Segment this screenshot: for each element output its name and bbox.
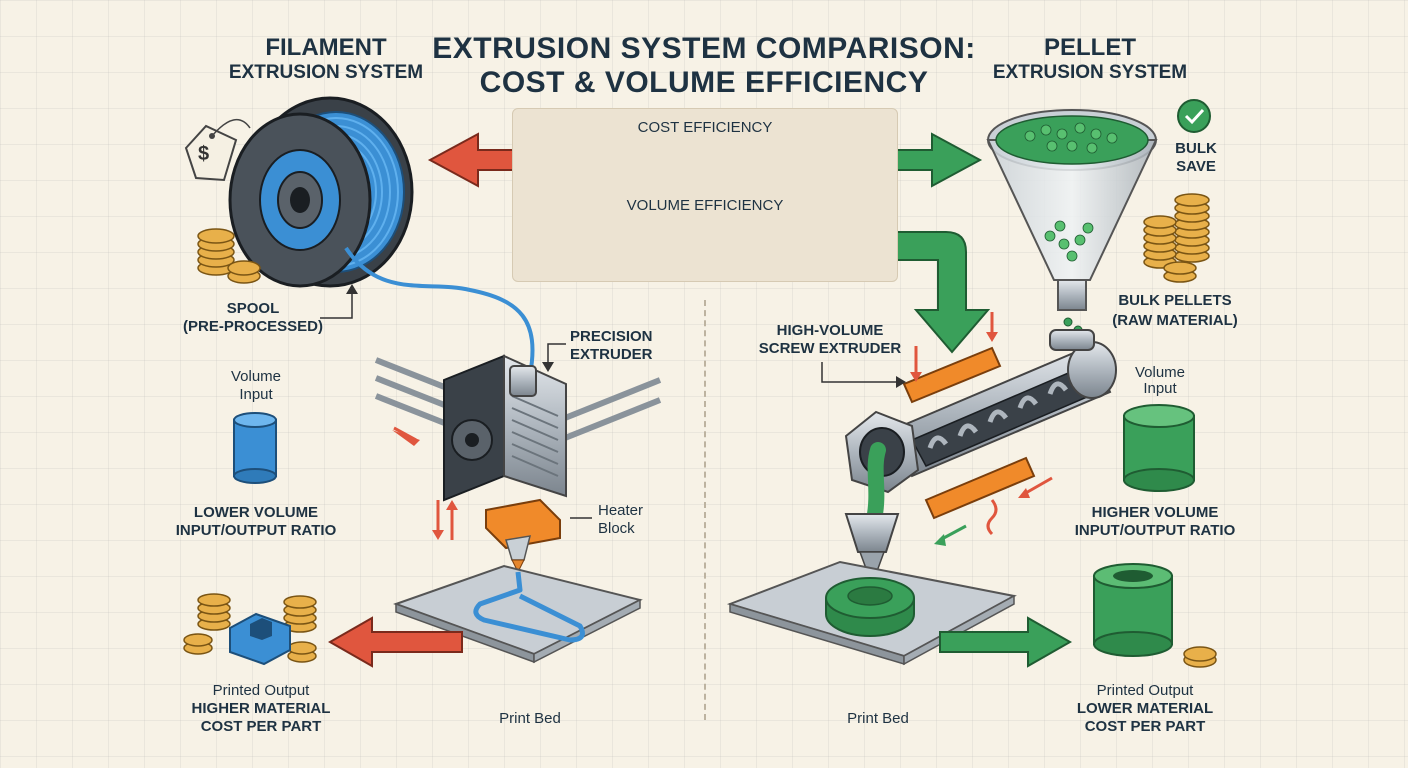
print-bed-filament (393, 564, 643, 664)
pellet-volume-cylinder (1123, 404, 1195, 492)
section-divider (704, 300, 706, 720)
motion-arrows-filament (392, 426, 458, 540)
screw-extruder (844, 329, 1117, 528)
coin-stack-hopper (1143, 193, 1210, 283)
cost-arrow-bottom-right (939, 616, 1073, 668)
volume-efficiency-label: VOLUME EFFICIENCY (626, 197, 784, 214)
heater-label-line2: Block (598, 520, 635, 537)
filament-ratio-line2: INPUT/OUTPUT RATIO (175, 522, 337, 539)
filament-output-line3: COST PER PART (200, 718, 322, 735)
bulk-save-line1: BULK (1175, 140, 1217, 157)
filament-volume-input-line2: Input (239, 386, 273, 403)
gantry-rails (374, 357, 662, 443)
cost-arrow-bottom-left (327, 616, 463, 668)
filament-spool (228, 96, 535, 376)
check-circle-icon (1177, 99, 1211, 133)
spool-label-line2: (PRE-PROCESSED) (182, 318, 324, 335)
pellet-output-line2: LOWER MATERIAL (1076, 700, 1214, 717)
cost-efficiency-label: COST EFFICIENCY (637, 119, 773, 136)
title-line1: EXTRUSION SYSTEM COMPARISON: (432, 32, 976, 65)
heater-label-line1: Heater (598, 502, 644, 519)
title-line2: COST & VOLUME EFFICIENCY (479, 66, 929, 99)
filament-ratio-line1: LOWER VOLUME (193, 504, 319, 521)
bulk-pellets-line2: (RAW MATERIAL) (1112, 312, 1238, 329)
pellet-heading-line2: EXTRUSION SYSTEM (992, 62, 1188, 83)
pellet-output-line3: COST PER PART (1084, 718, 1206, 735)
filament-output-line2: HIGHER MATERIAL (191, 700, 331, 717)
bulk-save-line2: SAVE (1176, 158, 1216, 175)
filament-bed-label: Print Bed (499, 710, 561, 727)
extruder-callout (542, 343, 566, 372)
spool-callout-arrow (320, 284, 358, 319)
pellet-output-line1: Printed Output (1096, 682, 1194, 699)
price-tag-icon (184, 119, 251, 182)
heater-block (485, 498, 561, 574)
printed-part-filament (229, 612, 291, 666)
filament-volume-input-line1: Volume (230, 368, 282, 385)
screw-label-line1: HIGH-VOLUME (776, 322, 884, 339)
pellet-ratio-line1: HIGHER VOLUME (1091, 504, 1219, 521)
coin-stack-output-filament (183, 593, 317, 663)
filament-heading-line1: FILAMENT (265, 34, 387, 61)
screw-label-line2: SCREW EXTRUDER (758, 340, 902, 357)
price-tag-symbol: $ (198, 143, 210, 165)
pellet-ratio-line2: INPUT/OUTPUT RATIO (1074, 522, 1236, 539)
pellet-volume-input-line1: Volume (1134, 364, 1186, 381)
pellet-hopper (986, 109, 1158, 343)
pellet-volume-input-line2: Input (1143, 380, 1177, 397)
bulk-pellets-line1: BULK PELLETS (1118, 292, 1232, 309)
pellet-heading-line1: PELLET (1043, 34, 1136, 61)
volume-flow-arrow (879, 231, 991, 354)
printed-part-pellet (1093, 563, 1173, 657)
filament-heading-line2: EXTRUSION SYSTEM (228, 62, 424, 83)
extruder-label-line1: PRECISION (570, 328, 653, 345)
screw-callout (821, 362, 906, 388)
motion-arrows-pellet (910, 312, 1053, 546)
coin-stack-spool (197, 228, 261, 284)
precision-extruder (443, 354, 567, 502)
filament-volume-cylinder (233, 412, 277, 484)
spool-label-line1: SPOOL (226, 300, 280, 317)
extruder-label-line2: EXTRUDER (570, 346, 653, 363)
coin-output-pellet (1183, 646, 1217, 668)
efficiency-panel: COST EFFICIENCY VOLUME EFFICIENCY (512, 108, 898, 282)
filament-output-line1: Printed Output (212, 682, 310, 699)
pellet-bed-label: Print Bed (847, 710, 909, 727)
